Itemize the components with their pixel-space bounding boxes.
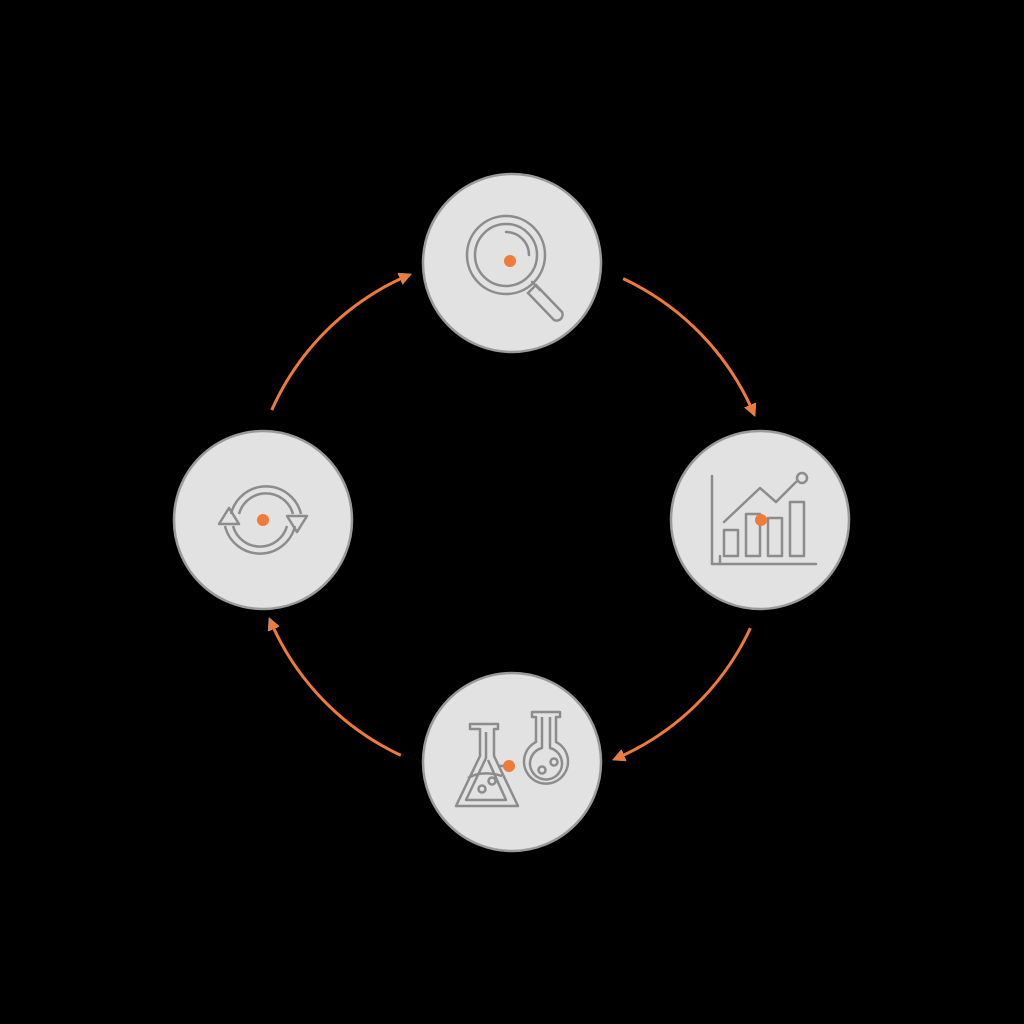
accent-dot	[504, 255, 516, 267]
cycle-arrows	[270, 275, 754, 759]
node-analysis[interactable]	[669, 429, 851, 611]
bar-chart-growth-icon	[710, 471, 818, 566]
arrow-analysis-to-experiment	[615, 627, 752, 759]
arrow-iterate-to-research	[270, 275, 410, 411]
arrow-research-to-analysis	[622, 277, 754, 415]
lab-flasks-icon	[454, 710, 570, 808]
node-research[interactable]	[421, 172, 603, 354]
node-iterate[interactable]	[172, 429, 354, 611]
accent-dot	[257, 514, 269, 526]
node-experiment[interactable]	[421, 671, 603, 853]
magnifying-glass-icon	[465, 214, 564, 322]
accent-dot	[503, 760, 515, 772]
accent-dot	[755, 514, 767, 526]
refresh-cycle-icon	[217, 485, 309, 555]
arrow-experiment-to-iterate	[270, 620, 402, 757]
